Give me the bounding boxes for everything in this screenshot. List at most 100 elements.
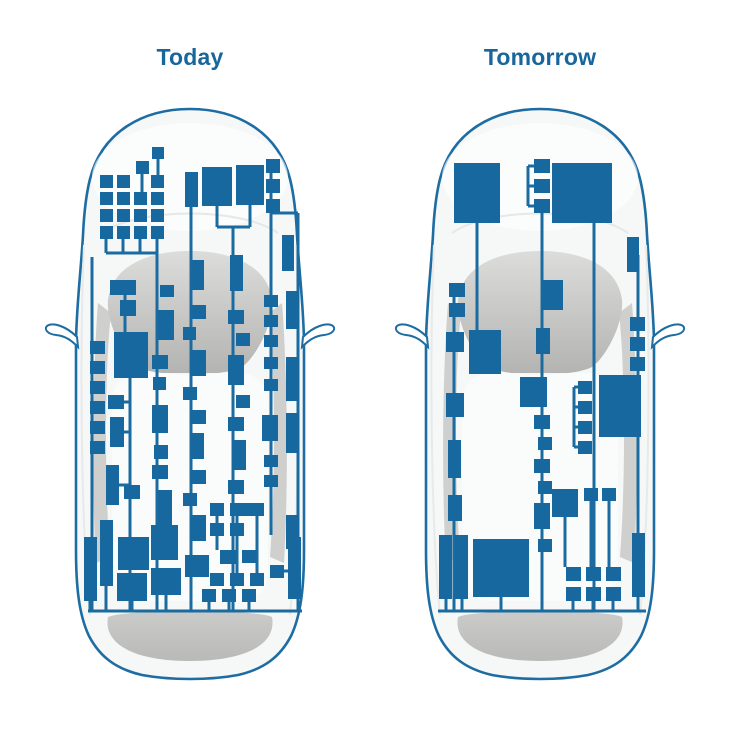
- ecu-box: [266, 159, 280, 173]
- ecu-box: [586, 567, 601, 581]
- ecu-box: [566, 567, 581, 581]
- ecu-box: [228, 417, 244, 431]
- ecu-box: [90, 341, 105, 354]
- ecu-box: [584, 488, 598, 501]
- ecu-box: [236, 333, 250, 346]
- ecu-box: [473, 539, 529, 597]
- ecu-box: [578, 441, 592, 454]
- ecu-box: [630, 357, 645, 371]
- ecu-box: [100, 520, 113, 586]
- ecu-box: [152, 465, 168, 479]
- ecu-box: [190, 410, 206, 424]
- ecu-box: [90, 361, 105, 374]
- ecu-box: [446, 393, 464, 417]
- ecu-box: [534, 459, 550, 473]
- ecu-box: [538, 481, 552, 494]
- ecu-box: [222, 589, 236, 602]
- ecu-box: [106, 465, 119, 505]
- ecu-box: [439, 535, 452, 599]
- ecu-box: [228, 310, 244, 324]
- ecu-box: [586, 587, 601, 601]
- ecu-box: [230, 573, 244, 586]
- ecu-box: [100, 192, 113, 205]
- ecu-box: [191, 260, 204, 290]
- ecu-box: [266, 199, 280, 213]
- ecu-box: [183, 493, 197, 506]
- harness-layer: [438, 159, 646, 613]
- ecu-box: [153, 377, 166, 390]
- ecu-box: [191, 433, 204, 459]
- ecu-box: [185, 172, 198, 207]
- ecu-box: [250, 573, 264, 586]
- ecu-box: [190, 305, 206, 319]
- ecu-box: [627, 237, 639, 272]
- ecu-box: [90, 441, 105, 454]
- ecu-box: [534, 415, 550, 429]
- ecu-box: [114, 332, 148, 378]
- ecu-box: [210, 523, 224, 536]
- ecu-box: [151, 192, 164, 205]
- ecu-box: [117, 192, 130, 205]
- ecu-box: [606, 587, 621, 601]
- ecu-box: [151, 175, 164, 188]
- ecu-box: [228, 480, 244, 494]
- ecu-box: [228, 355, 244, 385]
- ecu-box: [552, 489, 578, 517]
- ecu-box: [449, 303, 465, 317]
- ecu-box: [264, 357, 278, 369]
- ecu-box: [534, 179, 550, 193]
- ecu-box: [90, 381, 105, 394]
- ecu-box: [270, 565, 284, 578]
- panel-title-tomorrow: Tomorrow: [483, 44, 597, 70]
- ecu-box: [566, 587, 581, 601]
- ecu-box: [190, 470, 206, 484]
- ecu-box: [541, 280, 563, 310]
- ecu-box: [152, 405, 168, 433]
- ecu-box: [578, 421, 592, 434]
- panel-title-today: Today: [156, 44, 224, 70]
- ecu-box: [154, 445, 168, 459]
- ecu-box: [183, 387, 197, 400]
- ecu-box: [117, 209, 130, 222]
- ecu-box: [242, 550, 256, 563]
- ecu-box: [136, 161, 149, 174]
- ecu-box: [185, 555, 209, 577]
- ecu-box: [599, 375, 641, 437]
- ecu-box: [100, 175, 113, 188]
- ecu-box: [455, 535, 468, 599]
- ecu-box: [448, 440, 461, 478]
- car-tomorrow: [394, 107, 686, 681]
- ecu-box: [117, 175, 130, 188]
- ecu-box: [151, 525, 178, 560]
- ecu-box: [264, 455, 278, 467]
- ecu-box: [152, 355, 168, 369]
- ecu-box: [151, 209, 164, 222]
- ecu-box: [262, 415, 278, 441]
- ecu-box: [448, 495, 462, 521]
- ecu-box: [578, 381, 592, 394]
- ecu-box: [90, 421, 105, 434]
- ecu-box: [454, 163, 500, 223]
- ecu-box: [534, 199, 550, 213]
- ecu-box: [538, 437, 552, 450]
- ecu-box: [630, 317, 645, 331]
- ecu-box: [264, 379, 278, 391]
- ecu-box: [230, 523, 244, 536]
- ecu-box: [449, 283, 465, 297]
- ecu-box: [286, 291, 299, 329]
- ecu-box: [602, 488, 616, 501]
- ecu-box: [152, 147, 164, 159]
- ecu-box: [151, 226, 164, 239]
- ecu-box: [118, 537, 149, 570]
- ecu-box: [552, 163, 612, 223]
- ecu-box: [100, 226, 113, 239]
- ecu-box: [538, 539, 552, 552]
- ecu-box: [264, 335, 278, 347]
- ecu-box: [84, 537, 97, 601]
- ecu-box: [536, 328, 550, 354]
- ecu-box: [264, 295, 278, 307]
- ecu-box: [288, 537, 301, 599]
- ecu-box: [110, 280, 136, 295]
